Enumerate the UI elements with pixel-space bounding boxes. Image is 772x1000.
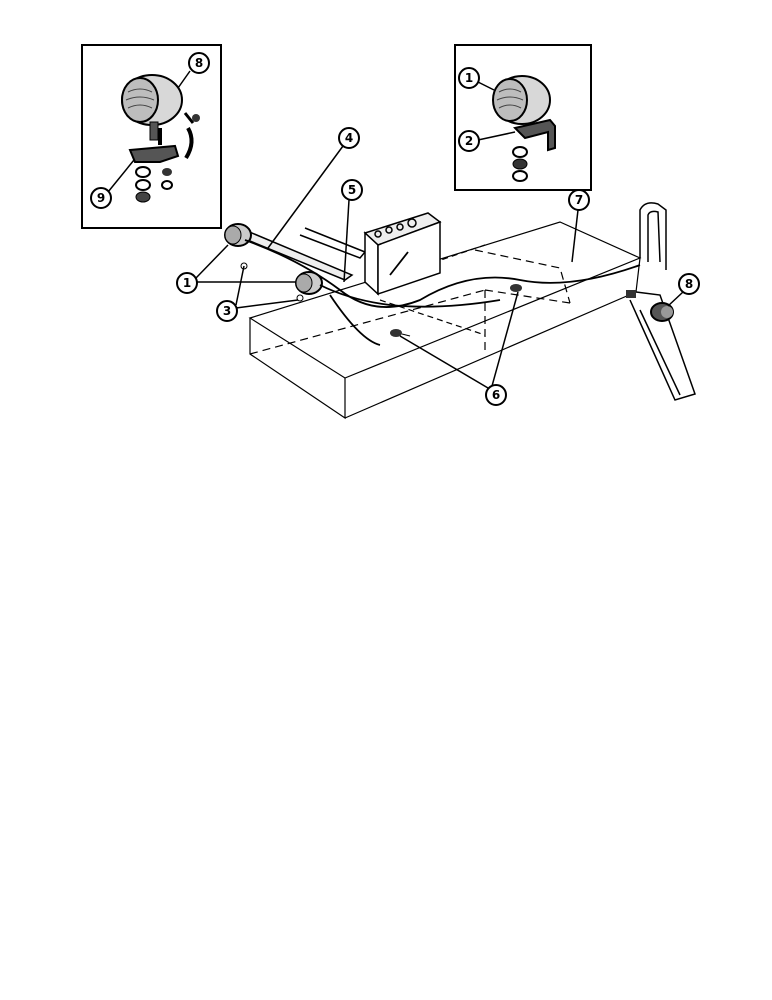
callout-main-4: 4 (267, 127, 360, 249)
clips (390, 284, 522, 337)
battery-box (363, 212, 442, 296)
callout-main-7: 7 (568, 189, 590, 263)
wiring-harness (244, 239, 641, 346)
inset-right-bracket-icon (512, 118, 556, 182)
inset-left-bracket-icon (128, 144, 180, 203)
callout-inset-left-9: 9 (90, 159, 135, 209)
callout-label: 2 (465, 134, 473, 148)
callout-label: 1 (183, 276, 191, 290)
rear-fender-post (629, 202, 696, 401)
callout-main-8: 8 (667, 273, 700, 307)
callout-label: 3 (223, 304, 231, 318)
inset-right-frame (454, 44, 592, 191)
callout-main-3: 3 (216, 262, 304, 322)
main-headlight-rear-icon (295, 271, 323, 295)
callout-inset-right-1: 1 (458, 67, 495, 91)
inset-left-frame (81, 44, 222, 229)
inset-right-headlight-icon (492, 75, 551, 125)
callout-main-6: 6 (399, 291, 519, 406)
main-headlight-front-icon (224, 223, 252, 247)
callout-label: 5 (348, 183, 356, 197)
callout-label: 6 (492, 388, 500, 402)
callout-label: 8 (195, 56, 203, 70)
rear-light-icon (626, 290, 674, 322)
callout-main-1: 1 (176, 244, 296, 294)
callout-label: 8 (685, 277, 693, 291)
inset-right: 1 2 (454, 44, 592, 191)
inset-left: 8 9 (81, 44, 222, 229)
callout-inset-left-8: 8 (177, 52, 210, 89)
vehicle-body (248, 221, 642, 420)
callout-main-5: 5 (341, 179, 363, 283)
callout-inset-right-2: 2 (458, 130, 516, 152)
inset-left-headlight-icon (121, 74, 183, 141)
inset-left-hardware-icon (158, 112, 200, 160)
callout-label: 9 (97, 191, 105, 205)
callout-label: 4 (345, 131, 353, 145)
callout-label: 1 (465, 71, 473, 85)
callout-label: 7 (575, 193, 583, 207)
